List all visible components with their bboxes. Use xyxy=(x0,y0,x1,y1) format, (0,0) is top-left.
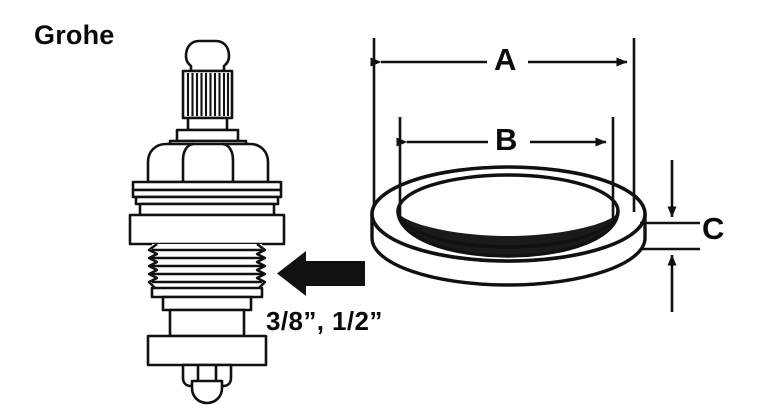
brand-title: Grohe xyxy=(34,20,115,50)
thread-size-callout: 3/8”, 1/2” xyxy=(266,306,383,336)
dimension-a xyxy=(370,38,636,212)
dimension-b xyxy=(396,117,615,219)
valve-cartridge-drawing xyxy=(128,39,286,405)
cartridge-threaded-shank xyxy=(147,243,267,299)
cartridge-splined-knob xyxy=(181,39,234,120)
cartridge-narrow-stem xyxy=(161,295,253,338)
cartridge-hex-nut xyxy=(146,142,270,184)
dimension-c xyxy=(640,160,700,312)
cartridge-wide-flange xyxy=(128,202,286,246)
cartridge-lower-flange xyxy=(146,334,268,367)
cartridge-ring-stack xyxy=(131,180,283,206)
dimension-label-b: B xyxy=(495,122,518,157)
cartridge-tip xyxy=(181,363,233,405)
dimension-label-a: A xyxy=(494,42,517,77)
dimension-label-c: C xyxy=(702,211,725,246)
size-callout-arrow-icon xyxy=(277,251,365,296)
seal-washer-ring-drawing xyxy=(370,165,647,287)
spline-teeth xyxy=(186,73,230,116)
